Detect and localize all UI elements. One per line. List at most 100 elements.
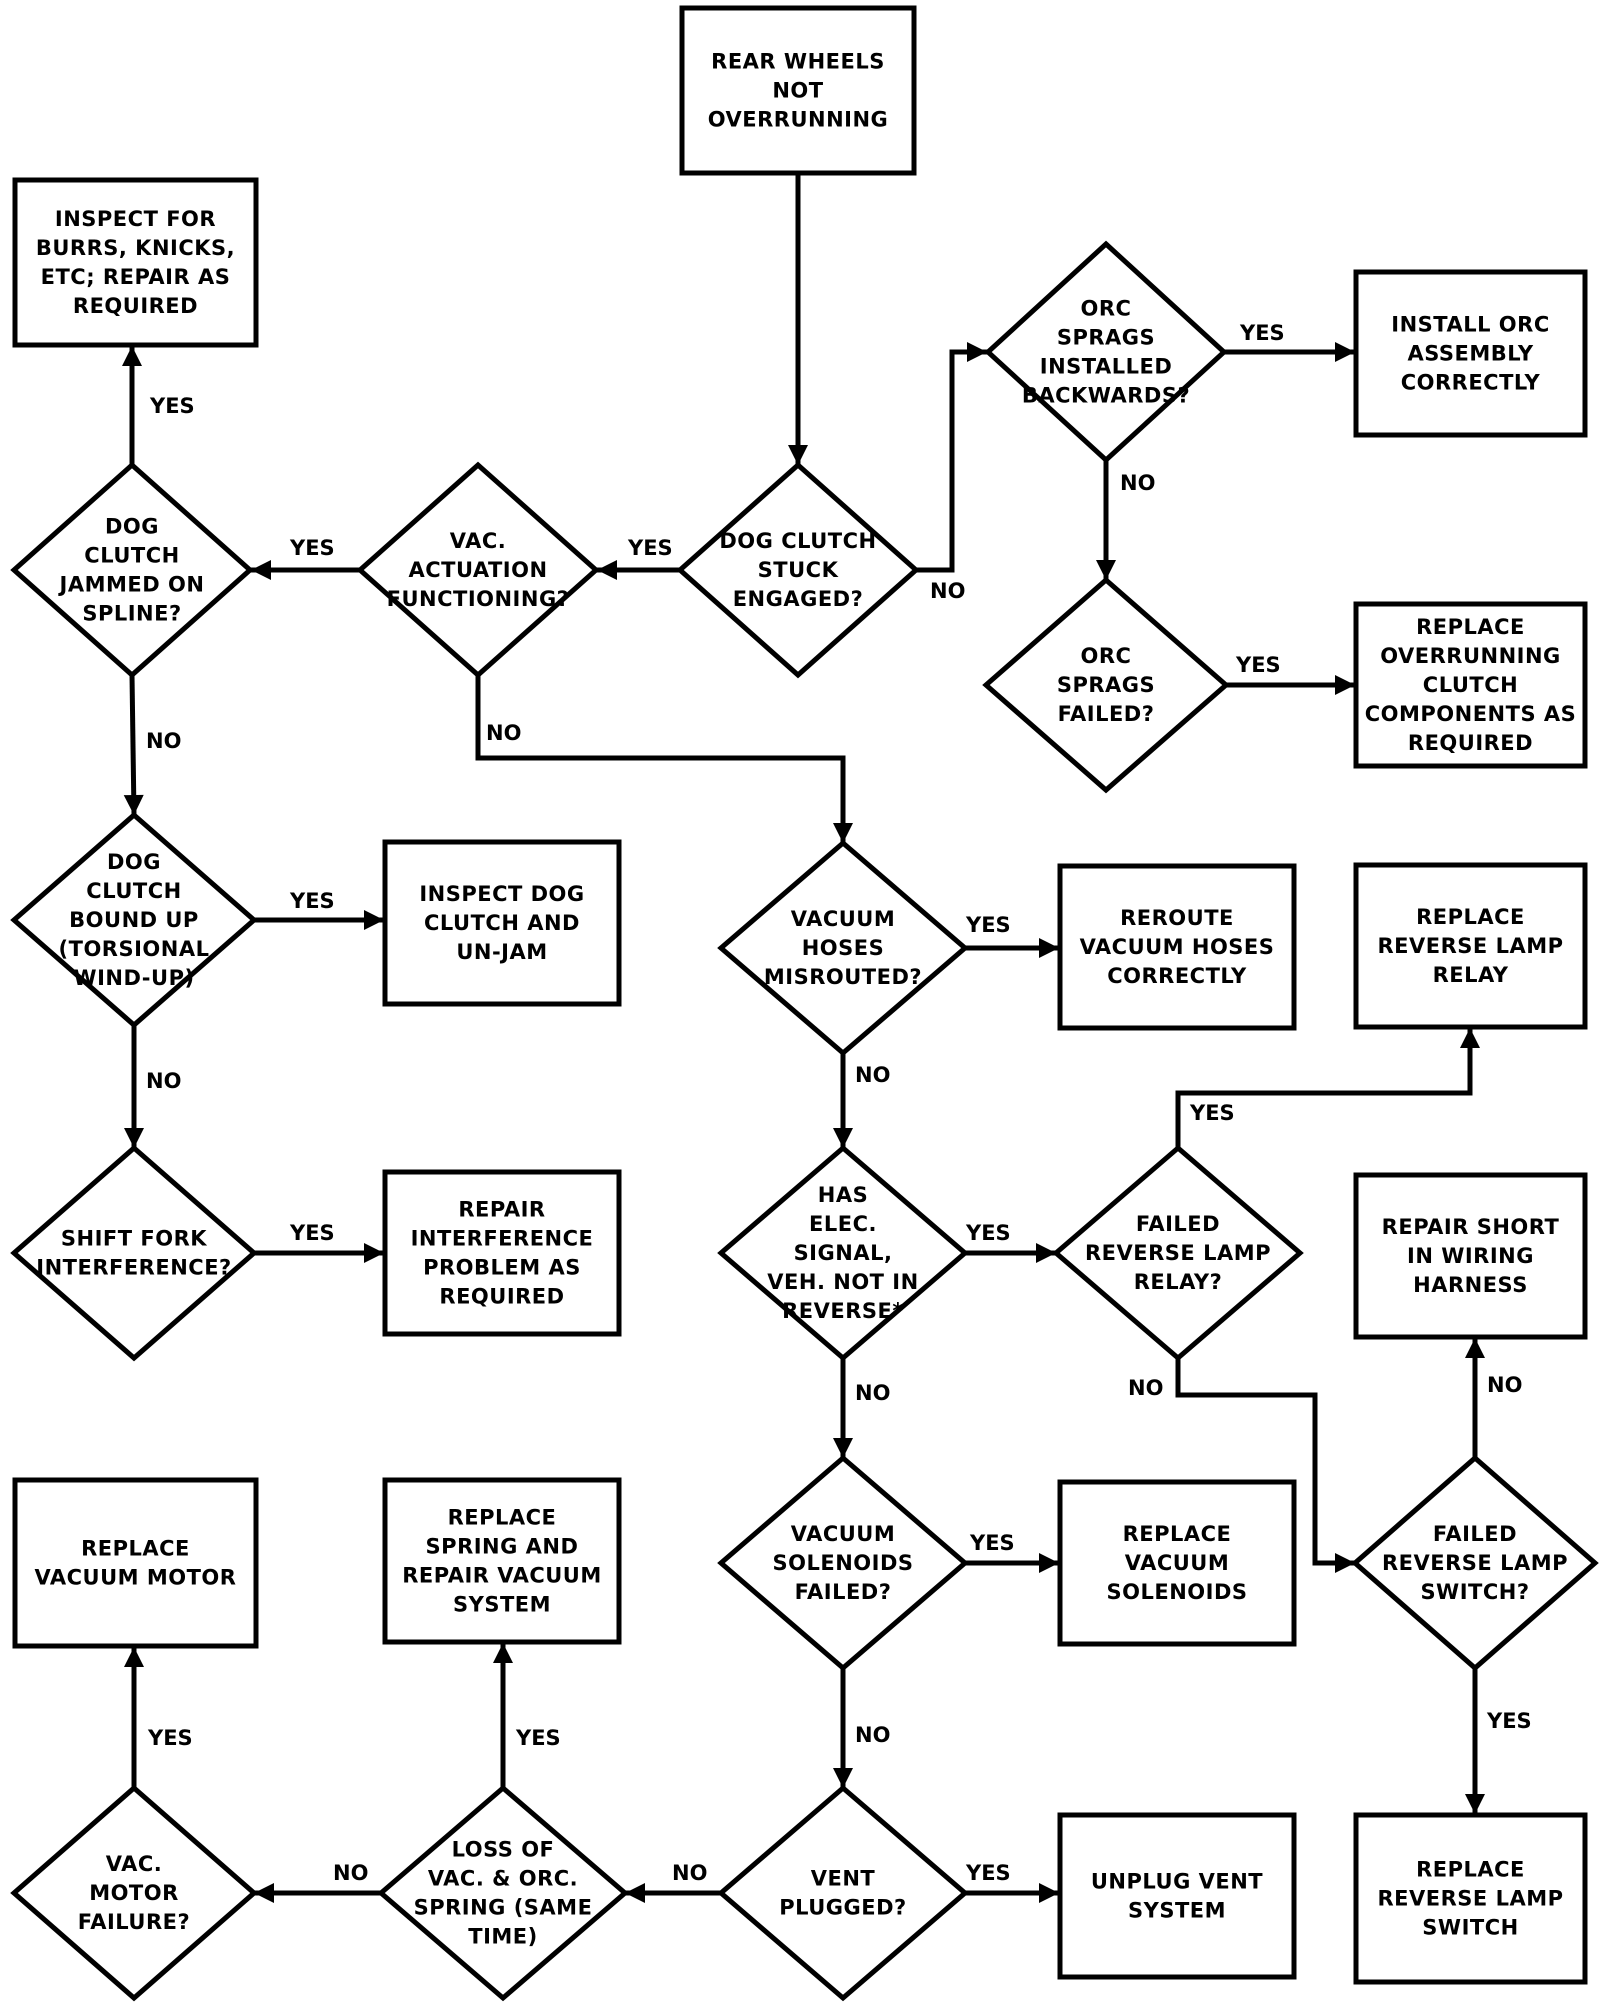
arrowhead — [1335, 342, 1355, 362]
process-box — [1353, 269, 1588, 438]
process-box — [679, 5, 917, 176]
process-box — [382, 1477, 622, 1645]
node-text-line: REPLACE — [448, 1506, 557, 1530]
node-text-line: SYSTEM — [1128, 1899, 1226, 1923]
process-box — [382, 839, 622, 1007]
node-text-line: VAC. & ORC. — [428, 1867, 578, 1891]
arrowhead — [833, 1768, 853, 1788]
decision-diamond — [10, 811, 258, 1029]
node-text-line: VACUUM MOTOR — [35, 1566, 237, 1590]
node-text-line: PLUGGED? — [779, 1896, 907, 1920]
node-text-line: CLUTCH — [1423, 673, 1518, 697]
edge-label-yes: YES — [149, 394, 195, 418]
decision-diamond — [1052, 1144, 1304, 1362]
node-text-line: VAC. — [106, 1852, 162, 1876]
node-text-line: BACKWARDS? — [1022, 384, 1190, 408]
edge-label-yes: YES — [289, 1221, 335, 1245]
process-box — [382, 1169, 622, 1337]
edge-label-yes: YES — [965, 1861, 1011, 1885]
arrowhead — [493, 1643, 513, 1663]
process-box — [1353, 862, 1588, 1030]
node-text-line: SWITCH? — [1420, 1580, 1529, 1604]
arrowhead — [123, 794, 144, 815]
arrowhead — [1460, 1028, 1480, 1048]
connector — [916, 349, 987, 573]
connector — [475, 675, 846, 843]
node-text-line: TIME) — [468, 1925, 537, 1949]
edge-label-no: NO — [486, 721, 521, 745]
node-text-line: BURRS, KNICKS, — [36, 236, 235, 260]
node-text-line: SPRAGS — [1057, 673, 1155, 697]
node-text-line: REPAIR SHORT — [1382, 1215, 1560, 1239]
node-text-line: ELEC. — [809, 1212, 877, 1236]
edge-label-yes: YES — [147, 1726, 193, 1750]
node-text-line: SOLENOIDS — [1107, 1580, 1248, 1604]
node-text-line: ACTUATION — [408, 558, 547, 582]
arrowhead — [597, 560, 617, 580]
arrowhead — [364, 1243, 384, 1263]
arrowhead — [122, 346, 142, 366]
node-text-line: VENT — [811, 1867, 876, 1891]
node-text-line: INSPECT DOG — [419, 882, 584, 906]
decision-diamond — [676, 461, 920, 679]
arrowhead — [1335, 1553, 1355, 1573]
edge-label-no: NO — [333, 1861, 368, 1885]
arrowhead — [251, 560, 271, 580]
arrowhead — [1096, 560, 1116, 580]
node-text-line: STUCK — [758, 558, 839, 582]
arrowhead — [1039, 938, 1059, 958]
node-text-line: MOTOR — [89, 1881, 179, 1905]
arrowhead — [625, 1883, 645, 1903]
node-text-line: WIND-UP) — [73, 966, 194, 990]
node-text-line: VACUUM — [791, 907, 896, 931]
edge-label-no: NO — [672, 1861, 707, 1885]
node-text-line: ASSEMBLY — [1407, 342, 1533, 366]
edge-label-yes: YES — [515, 1726, 561, 1750]
node-text-line: REQUIRED — [1408, 731, 1533, 755]
process-box — [1057, 863, 1297, 1031]
node-text-line: ORC — [1081, 644, 1132, 668]
edge-label-yes: YES — [289, 889, 335, 913]
process-box — [1353, 601, 1588, 769]
node-text-line: OVERRUNNING — [1380, 644, 1561, 668]
node-text-line: CLUTCH AND — [424, 911, 580, 935]
decision-diamond — [10, 1784, 258, 2002]
node-text-line: OVERRUNNING — [708, 108, 889, 132]
node-text-line: BOUND UP — [69, 908, 199, 932]
node-text-line: ENGAGED? — [733, 587, 864, 611]
node-text-line: REQUIRED — [439, 1285, 564, 1309]
edge-label-yes: YES — [965, 1221, 1011, 1245]
node-text-line: REPAIR VACUUM — [402, 1564, 602, 1588]
node-text-line: REVERSE LAMP — [1378, 1887, 1564, 1911]
node-text-line: SYSTEM — [453, 1593, 551, 1617]
node-text-line: REVERSE* — [782, 1299, 904, 1323]
decision-diamond — [984, 240, 1228, 464]
edge-label-no: NO — [146, 729, 181, 753]
decision-diamond — [10, 461, 254, 679]
arrowhead — [124, 1647, 144, 1667]
arrowhead — [788, 445, 808, 465]
decision-diamond — [1351, 1454, 1599, 1672]
node-text-line: COMPONENTS AS — [1365, 702, 1577, 726]
process-box — [12, 177, 259, 348]
process-box — [1353, 1172, 1588, 1340]
node-text-line: INSPECT FOR — [55, 207, 216, 231]
edges — [122, 173, 1485, 1903]
node-text-line: VACUUM HOSES — [1080, 935, 1275, 959]
process-box — [1057, 1479, 1297, 1647]
arrowhead — [833, 823, 853, 843]
